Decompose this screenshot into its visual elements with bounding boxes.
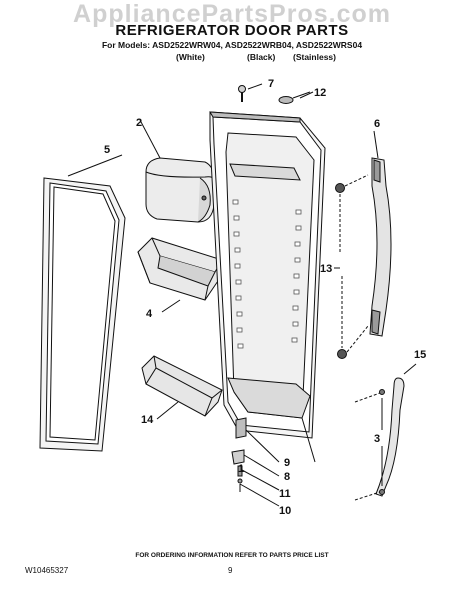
leader-lines bbox=[67, 91, 379, 507]
lower-door-bin bbox=[141, 355, 223, 417]
callout-14: 14 bbox=[141, 414, 154, 426]
callout-4: 4 bbox=[146, 308, 153, 320]
model-list: For Models: ASD2522WRW04, ASD2522WRB04, … bbox=[101, 40, 363, 50]
callout-12: 12 bbox=[314, 87, 326, 99]
door-gasket bbox=[39, 177, 126, 452]
top-screw bbox=[238, 83, 263, 102]
callout-10: 10 bbox=[279, 505, 291, 517]
callout-13: 13 bbox=[320, 263, 332, 275]
callout-3: 3 bbox=[374, 433, 380, 445]
handle-mounting-pads bbox=[335, 174, 369, 359]
page-title: REFRIGERATOR DOOR PARTS bbox=[115, 22, 349, 39]
document-number: W10465327 bbox=[25, 566, 69, 575]
callout-8: 8 bbox=[284, 471, 290, 483]
dairy-door bbox=[145, 157, 215, 223]
callout-1: 1 bbox=[238, 463, 244, 475]
top-plug bbox=[278, 91, 311, 104]
page-number: 9 bbox=[228, 566, 233, 575]
finish-white: (White) bbox=[176, 52, 205, 62]
callout-5: 5 bbox=[104, 144, 110, 156]
hinge-hardware bbox=[231, 417, 247, 492]
callout-9: 9 bbox=[284, 457, 290, 469]
upper-door-bin bbox=[137, 237, 223, 301]
callout-6: 6 bbox=[374, 118, 380, 130]
callout-11: 11 bbox=[279, 488, 291, 500]
finish-black: (Black) bbox=[247, 52, 276, 62]
callout-15: 15 bbox=[414, 349, 426, 361]
ordering-note: FOR ORDERING INFORMATION REFER TO PARTS … bbox=[135, 552, 329, 559]
fresh-food-door bbox=[209, 111, 326, 439]
lower-handle bbox=[375, 363, 417, 497]
door-handle bbox=[369, 157, 392, 337]
watermark: AppliancePartsPros.com bbox=[73, 0, 391, 28]
callout-7: 7 bbox=[268, 78, 274, 90]
lower-handle-screws bbox=[354, 389, 385, 501]
callout-2: 2 bbox=[136, 117, 142, 129]
finish-stainless: (Stainless) bbox=[293, 52, 336, 62]
